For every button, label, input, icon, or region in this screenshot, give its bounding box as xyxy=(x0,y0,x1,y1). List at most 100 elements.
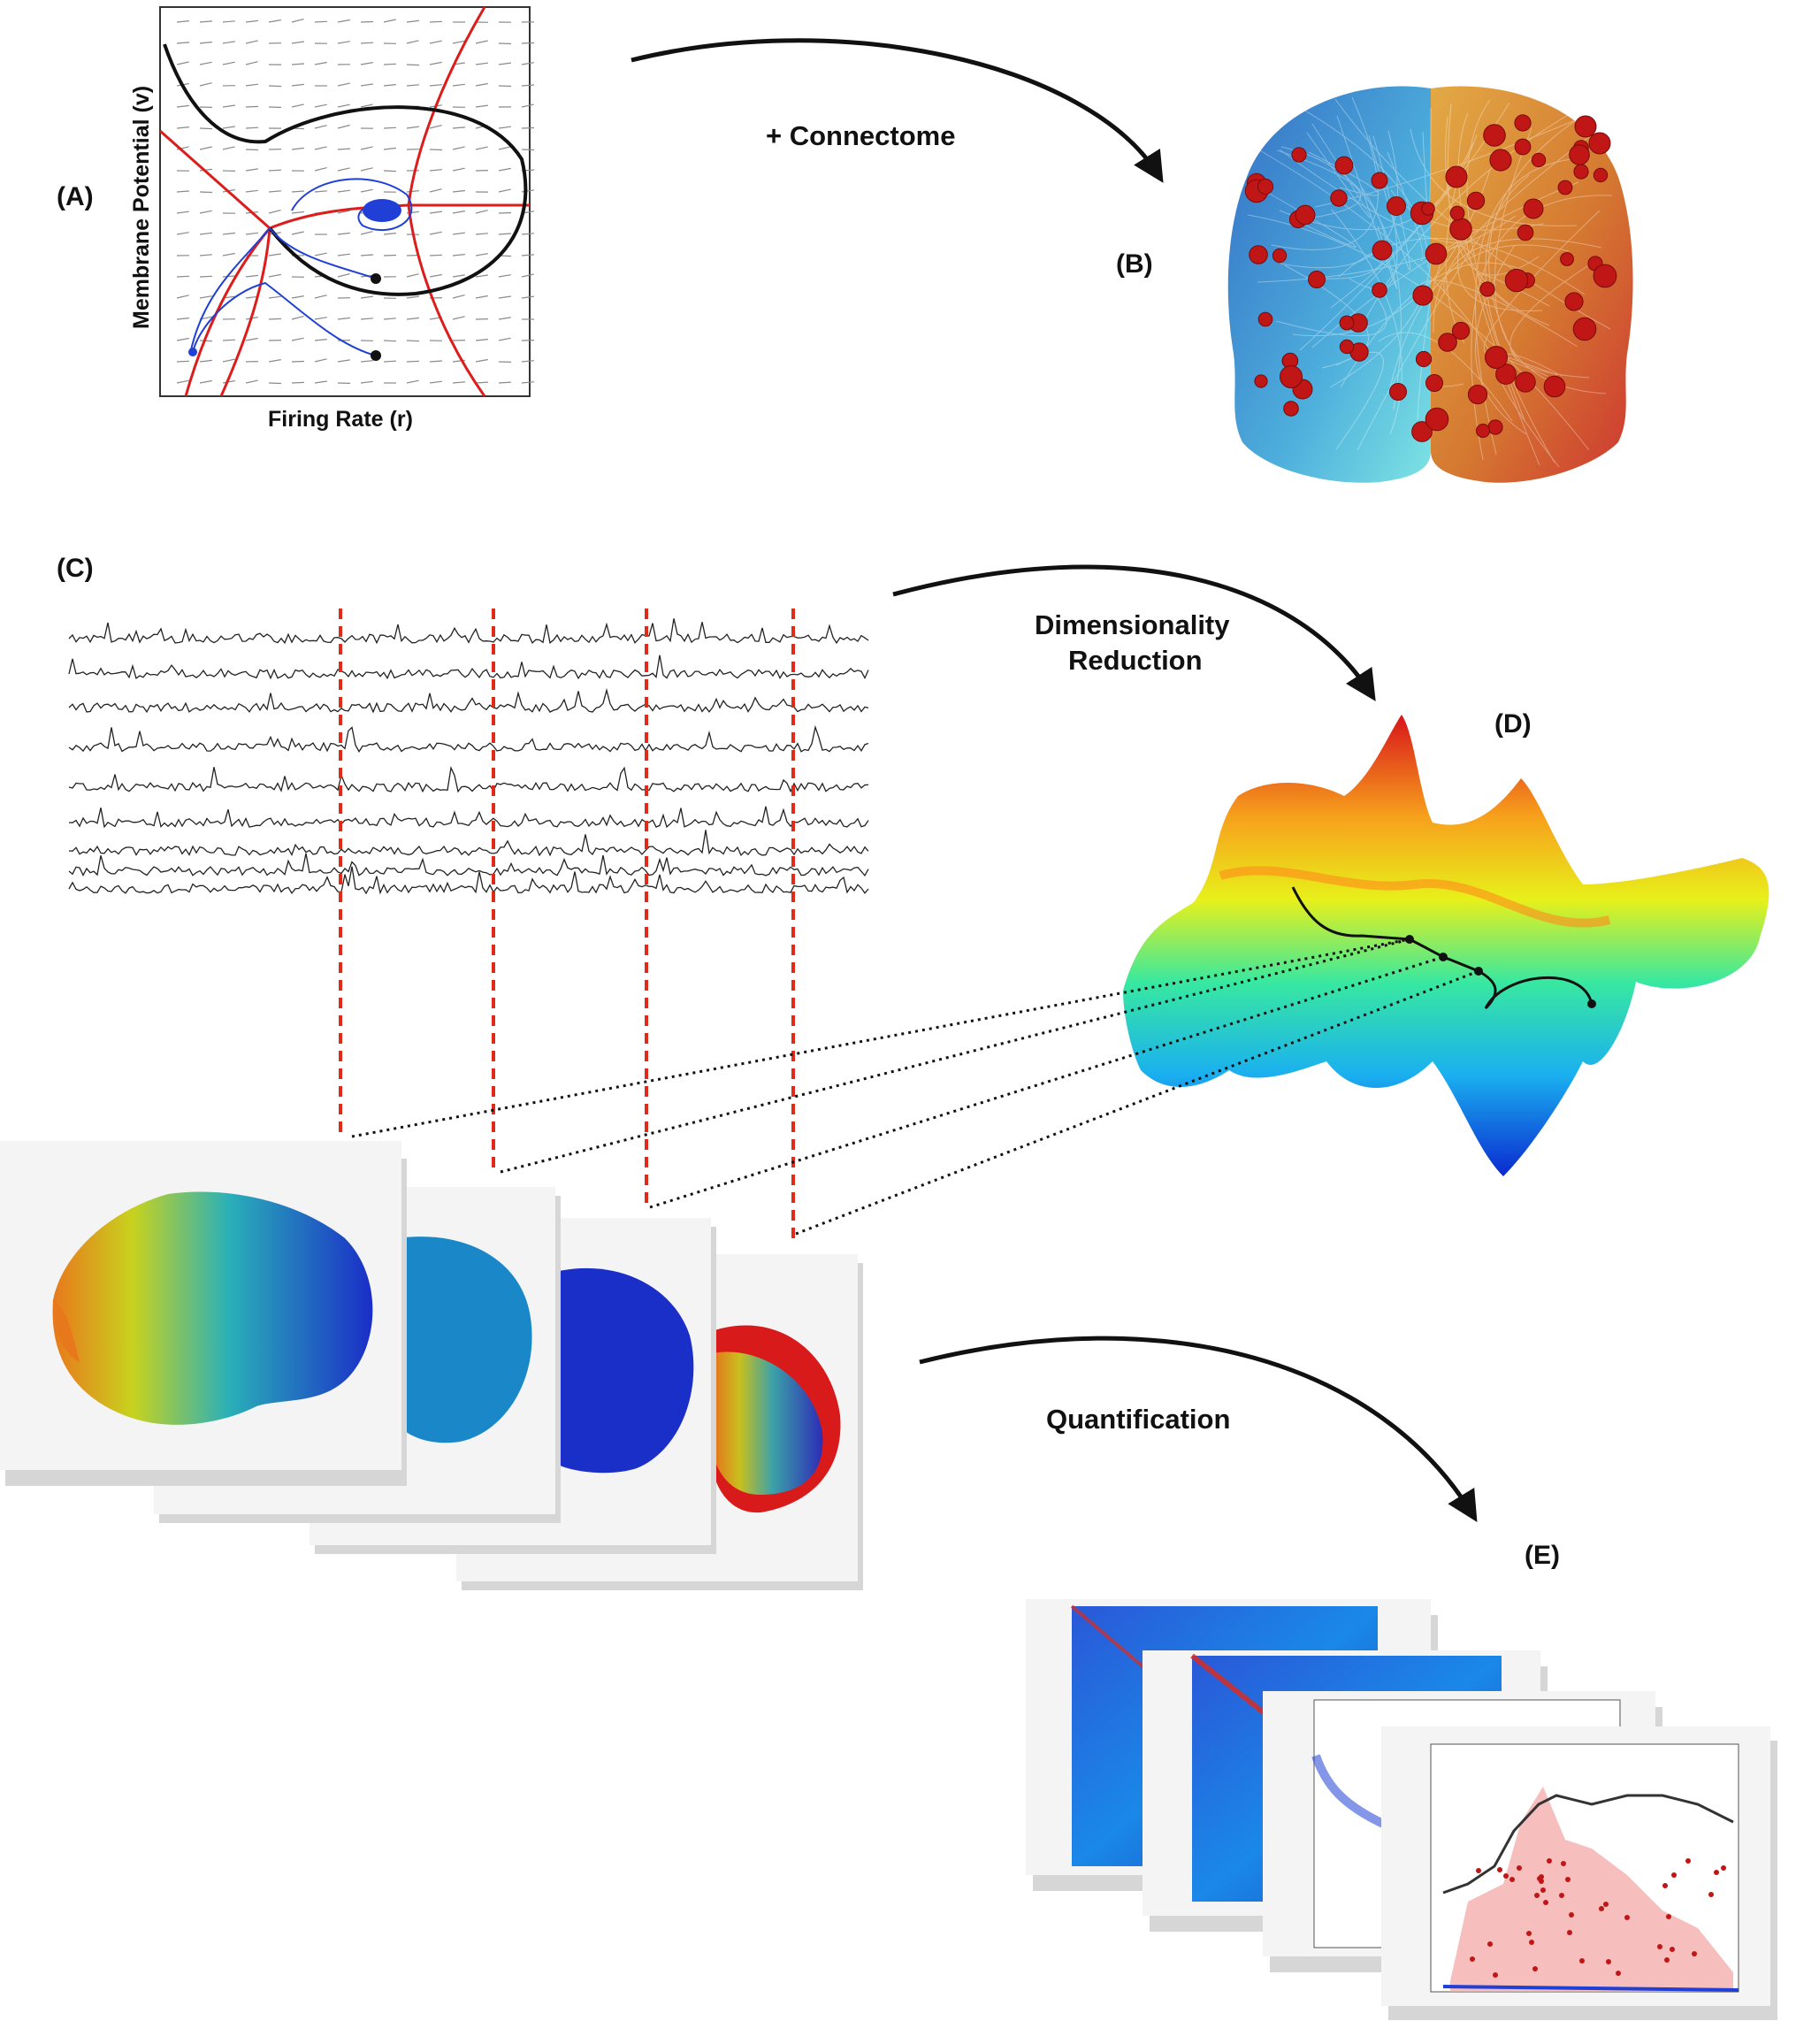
scatter-point xyxy=(1540,1887,1546,1893)
initial-point-1 xyxy=(371,273,381,284)
connectome-node xyxy=(1504,268,1529,293)
vector-arrow xyxy=(337,317,350,320)
phase-xlabel: Firing Rate (r) xyxy=(268,407,413,432)
nullcline-lower xyxy=(219,227,271,397)
connectome-node xyxy=(1517,224,1534,241)
vector-arrow xyxy=(245,168,258,172)
connectome-node xyxy=(1467,384,1488,405)
vector-arrow xyxy=(475,233,488,235)
panel-label-c: (C) xyxy=(57,554,94,583)
vector-arrow xyxy=(291,63,305,65)
vector-arrow xyxy=(222,339,236,341)
fiber-tract xyxy=(1292,169,1491,337)
vector-arrow xyxy=(383,170,397,172)
stable-focus xyxy=(363,199,401,222)
scatter-point xyxy=(1493,1972,1498,1978)
landscape-point-3 xyxy=(1474,967,1483,976)
vector-arrow xyxy=(291,190,305,193)
vector-arrow xyxy=(245,83,258,87)
signal-trace xyxy=(68,866,869,895)
vector-arrow xyxy=(245,19,258,23)
scatter-point xyxy=(1603,1902,1609,1907)
vector-arrow xyxy=(314,146,327,150)
vector-arrow xyxy=(199,41,212,44)
vector-arrow xyxy=(406,190,419,193)
scatter-point xyxy=(1666,1914,1671,1919)
vector-arrow xyxy=(222,232,235,235)
vector-arrow xyxy=(199,20,213,23)
connectome-node xyxy=(1308,271,1326,288)
vector-arrow xyxy=(314,125,327,129)
arrow-connectome xyxy=(631,38,1164,183)
vector-arrow xyxy=(337,359,350,363)
vector-arrow xyxy=(406,273,419,278)
vector-arrow xyxy=(314,167,327,172)
fiber-tract xyxy=(1330,141,1475,309)
vector-arrow xyxy=(383,84,396,87)
vector-arrow xyxy=(199,359,212,363)
vector-arrow xyxy=(291,360,305,363)
vector-arrow xyxy=(406,40,419,44)
fiber-tract xyxy=(1279,149,1474,244)
vector-arrow xyxy=(291,41,304,44)
scatter-point xyxy=(1561,1861,1566,1866)
scatter-point xyxy=(1497,1867,1502,1872)
vector-arrow xyxy=(498,146,511,150)
signal-trace xyxy=(68,853,869,877)
projection-1 xyxy=(351,938,1410,1138)
connectome-node xyxy=(1254,374,1268,388)
connectome-node xyxy=(1523,198,1544,219)
vector-arrow xyxy=(521,360,534,363)
vector-arrow xyxy=(337,167,350,172)
fiber-tract xyxy=(1457,112,1540,466)
energy-landscape-icon xyxy=(1123,715,1769,1176)
vector-arrow xyxy=(245,379,258,384)
vector-arrow xyxy=(291,295,304,299)
vector-arrow xyxy=(360,146,373,150)
vector-arrow xyxy=(498,42,512,45)
vector-arrow xyxy=(475,381,489,384)
mean-trace-grey xyxy=(1442,1794,1734,1895)
scatter-point xyxy=(1692,1951,1697,1956)
scatter-point xyxy=(1534,1893,1540,1898)
scatter-point xyxy=(1532,1966,1538,1971)
vector-arrow xyxy=(383,63,397,65)
scatter-point xyxy=(1565,1877,1571,1882)
vector-field xyxy=(176,19,535,385)
vector-arrow xyxy=(360,254,374,256)
vector-arrow xyxy=(176,337,189,341)
vector-arrow xyxy=(245,295,258,299)
landscape-ridge xyxy=(1219,866,1611,928)
vector-arrow xyxy=(429,273,442,278)
scatter-point xyxy=(1559,1893,1564,1898)
vector-arrow xyxy=(360,42,374,44)
vector-arrow xyxy=(199,210,212,214)
fiber-tract xyxy=(1475,244,1527,435)
scatter-point xyxy=(1547,1858,1552,1864)
vector-arrow xyxy=(521,381,534,384)
vector-arrow xyxy=(406,84,420,87)
vector-arrow xyxy=(429,149,443,151)
vector-arrow xyxy=(222,252,235,256)
projection-lines xyxy=(351,938,1479,1236)
vector-arrow xyxy=(452,83,465,87)
connectome-node xyxy=(1372,282,1387,298)
vector-arrow xyxy=(406,317,419,320)
vector-arrow xyxy=(498,167,511,172)
vector-arrow xyxy=(429,20,443,23)
scatter-point xyxy=(1664,1957,1670,1963)
vector-arrow xyxy=(360,20,374,23)
vector-arrow xyxy=(176,20,189,23)
connectome-node xyxy=(1339,339,1355,355)
vector-arrow xyxy=(452,232,465,235)
landscape-point-4 xyxy=(1587,999,1596,1008)
vector-arrow xyxy=(291,337,304,341)
vector-arrow xyxy=(268,253,281,256)
vector-arrow xyxy=(176,61,189,65)
vector-arrow xyxy=(475,210,488,214)
vector-arrow xyxy=(498,126,511,129)
vector-arrow xyxy=(383,19,396,23)
fiber-tract xyxy=(1417,245,1476,420)
fiber-tract xyxy=(1331,209,1402,435)
vector-arrow xyxy=(199,254,212,256)
